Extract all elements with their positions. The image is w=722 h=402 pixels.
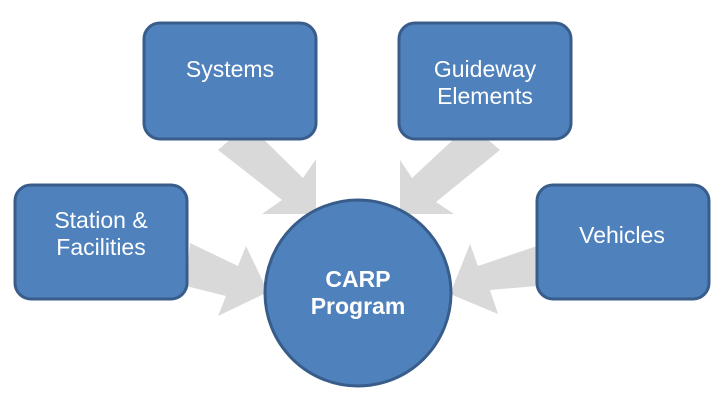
arrow-from-systems — [218, 124, 316, 214]
node-guideway-elements: Guideway Elements — [397, 21, 573, 141]
node-guideway-label-line2: Elements — [437, 83, 533, 109]
node-systems: Systems — [142, 21, 318, 141]
center-label-line2: Program — [311, 293, 406, 319]
node-systems-label: Systems — [186, 56, 274, 82]
arrow-from-station — [186, 243, 268, 316]
node-station-label-line2: Facilities — [56, 234, 145, 260]
node-station-facilities: Station & Facilities — [13, 183, 189, 301]
arrow-from-vehicles — [450, 244, 537, 314]
center-node-carp-program: CARP Program — [263, 198, 453, 388]
node-vehicles-label: Vehicles — [579, 222, 665, 248]
arrow-from-guideway — [400, 124, 500, 214]
node-station-label-line1: Station & — [54, 207, 147, 233]
center-label-line1: CARP — [325, 266, 390, 292]
node-guideway-label-line1: Guideway — [434, 56, 537, 82]
node-vehicles: Vehicles — [535, 183, 711, 301]
